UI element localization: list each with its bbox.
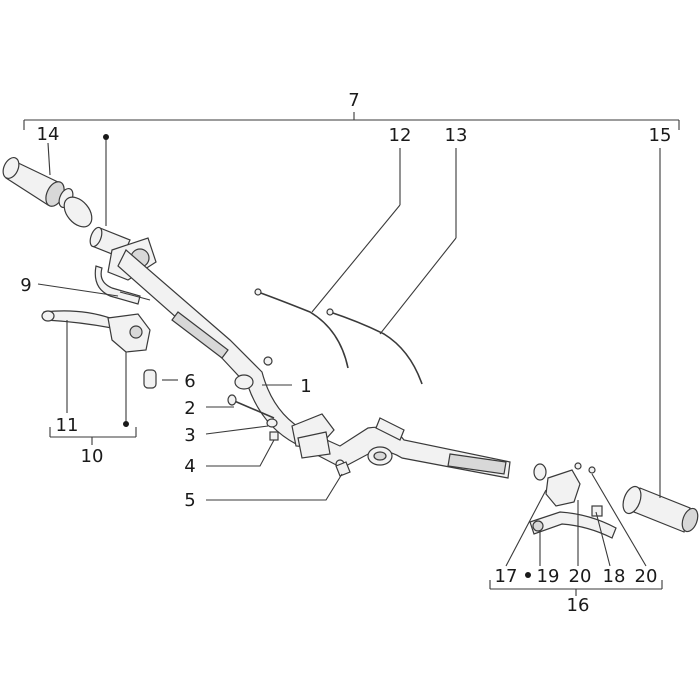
group-bracket-7 <box>23 112 680 130</box>
right-brake-lever-part-19 <box>529 511 617 539</box>
left-master-cylinder <box>107 313 151 353</box>
leader-5 <box>206 473 343 501</box>
leader-4 <box>206 439 275 467</box>
bullet-dot-10 <box>123 421 129 427</box>
group-bracket-16 <box>489 580 663 596</box>
cable-part-13 <box>326 308 423 385</box>
leader-17 <box>505 489 547 567</box>
left-brake-lever-part-11 <box>41 310 113 329</box>
label-3: 3 <box>184 425 195 446</box>
label-4: 4 <box>184 456 195 477</box>
leader-9 <box>37 283 119 297</box>
handlebar-part-1 <box>117 249 511 479</box>
bolt-part-2 <box>227 394 275 419</box>
label-2: 2 <box>184 398 195 419</box>
label-10: 10 <box>81 446 104 467</box>
nut-part-4 <box>269 431 279 441</box>
group-bracket-10 <box>49 427 137 445</box>
label-16: 16 <box>567 595 590 616</box>
nut-part-5 <box>335 461 351 477</box>
right-grip-part-15 <box>622 485 699 533</box>
throttle-cable-part-9 <box>94 265 151 305</box>
label-7: 7 <box>348 90 359 111</box>
label-6: 6 <box>184 371 195 392</box>
end-sleeve <box>533 463 547 481</box>
leader-3 <box>205 425 269 435</box>
leader-20b <box>591 473 647 567</box>
washer-part-3 <box>266 418 278 428</box>
leader-12b <box>311 204 401 313</box>
leader-14 <box>47 142 51 176</box>
label-20b: 20 <box>635 566 658 587</box>
label-15: 15 <box>649 125 672 146</box>
label-9: 9 <box>20 275 31 296</box>
sleeve-part-6 <box>143 369 157 389</box>
left-grip-part-14 <box>2 157 74 209</box>
label-1: 1 <box>300 376 311 397</box>
grip-ring <box>63 196 93 228</box>
label-11: 11 <box>56 415 79 436</box>
bullet-dot-19 <box>525 572 531 578</box>
leader-13b <box>379 237 457 335</box>
label-14: 14 <box>37 124 60 145</box>
bullet-dot-top <box>103 134 109 140</box>
label-18: 18 <box>603 566 626 587</box>
right-brake-bracket <box>545 462 596 507</box>
label-13: 13 <box>445 125 468 146</box>
label-5: 5 <box>184 490 195 511</box>
label-19: 19 <box>537 566 560 587</box>
leader-18 <box>595 511 611 567</box>
cable-part-12 <box>254 288 349 369</box>
label-12: 12 <box>389 125 412 146</box>
label-17: 17 <box>495 566 518 587</box>
label-20a: 20 <box>569 566 592 587</box>
